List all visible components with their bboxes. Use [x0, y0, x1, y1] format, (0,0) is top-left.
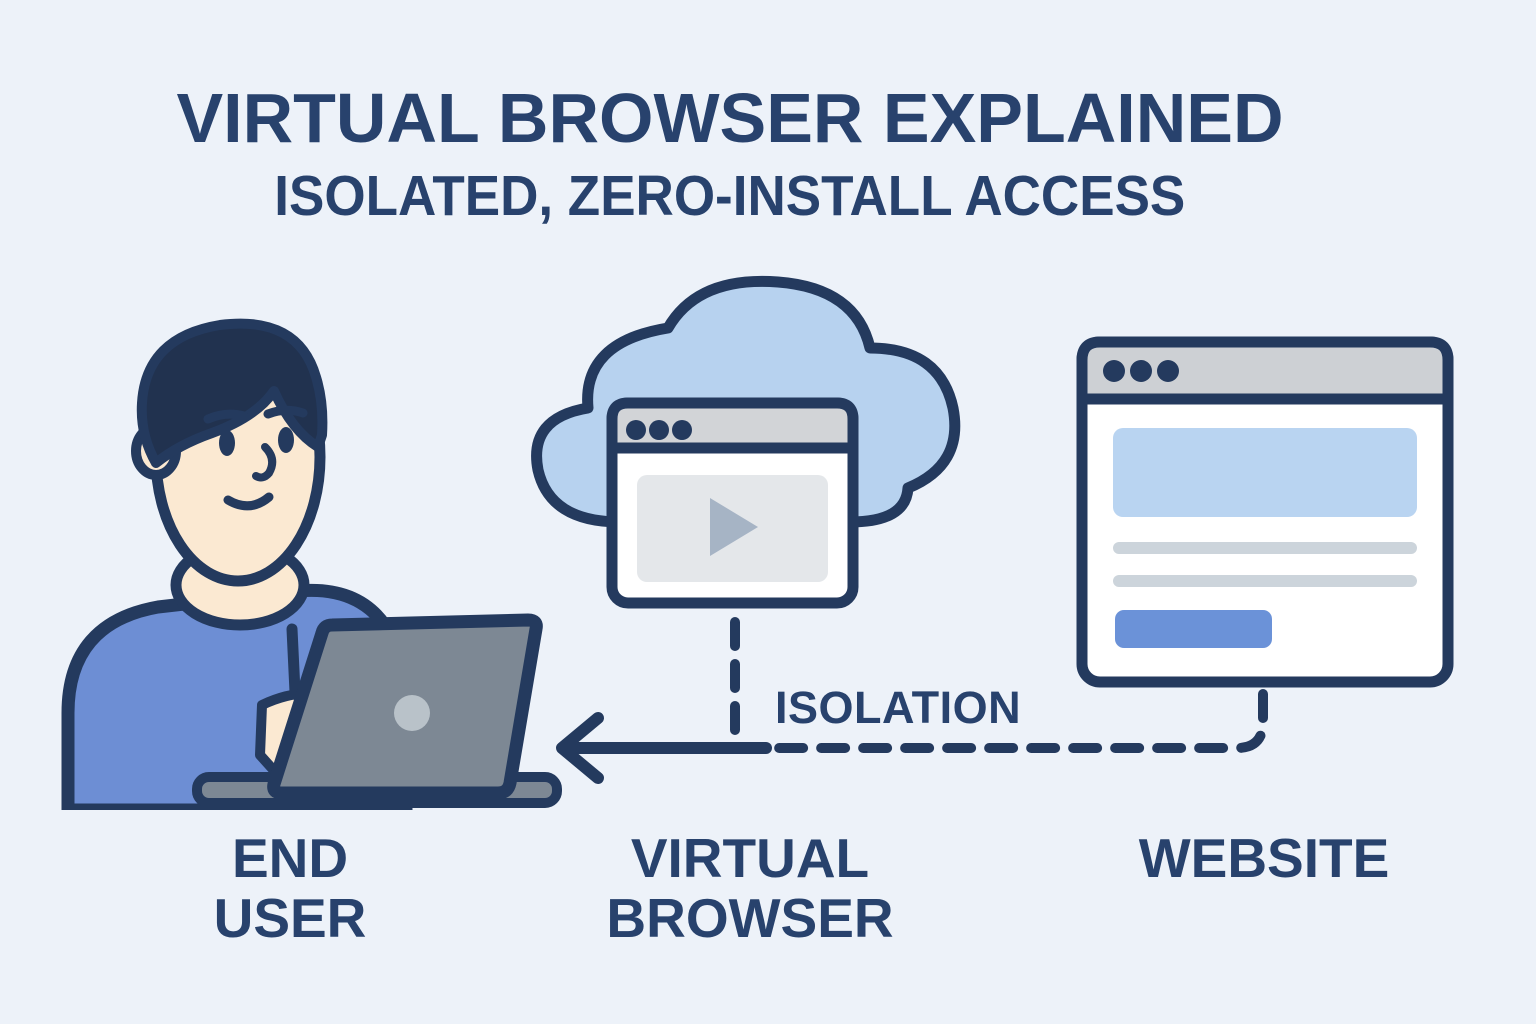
end-user-label-line1: END — [231, 827, 349, 889]
nose — [252, 443, 277, 482]
arrow-left-icon — [556, 712, 604, 784]
eyebrows — [203, 405, 308, 424]
isolation-label: ISOLATION — [775, 682, 1022, 733]
page-subtitle: ISOLATED, ZERO-INSTALL ACCESS — [0, 163, 1460, 229]
virtual-browser-label-line1: VIRTUAL — [630, 827, 870, 889]
hair — [136, 318, 328, 468]
text-line-1 — [1113, 542, 1417, 554]
cta-button-block — [1115, 610, 1272, 648]
page-title: VIRTUAL BROWSER EXPLAINED — [0, 78, 1460, 158]
mouth — [223, 492, 274, 511]
website-label: WEBSITE — [1114, 828, 1414, 888]
window-control-dots-icon — [626, 420, 692, 440]
play-icon — [710, 498, 758, 556]
page-subtitle-text: ISOLATED, ZERO-INSTALL ACCESS — [274, 164, 1186, 228]
person-at-laptop-illustration — [61, 318, 562, 810]
end-user-label-line2: USER — [213, 887, 367, 949]
browser-window-icon — [606, 397, 859, 609]
eye-left — [219, 430, 235, 456]
end-user-label: END USER — [140, 828, 440, 948]
window-control-dots-icon — [1103, 360, 1179, 382]
hero-banner-block — [1113, 428, 1417, 517]
website-drop-dashed-line — [763, 689, 1268, 753]
eye-right — [278, 427, 294, 453]
window-titlebar — [1076, 336, 1454, 405]
cloud-browser-window-icon — [531, 275, 961, 609]
text-line-2 — [1113, 575, 1417, 587]
laptop-icon — [267, 613, 543, 800]
window-titlebar — [606, 397, 859, 454]
virtual-browser-label: VIRTUAL BROWSER — [600, 828, 900, 948]
page-title-text: VIRTUAL BROWSER EXPLAINED — [176, 79, 1284, 157]
laptop-logo — [394, 695, 430, 731]
website-window-icon — [1076, 336, 1454, 688]
virtual-browser-label-line2: BROWSER — [606, 887, 894, 949]
website-label-line1: WEBSITE — [1138, 827, 1390, 889]
isolation-connector — [556, 617, 1268, 784]
